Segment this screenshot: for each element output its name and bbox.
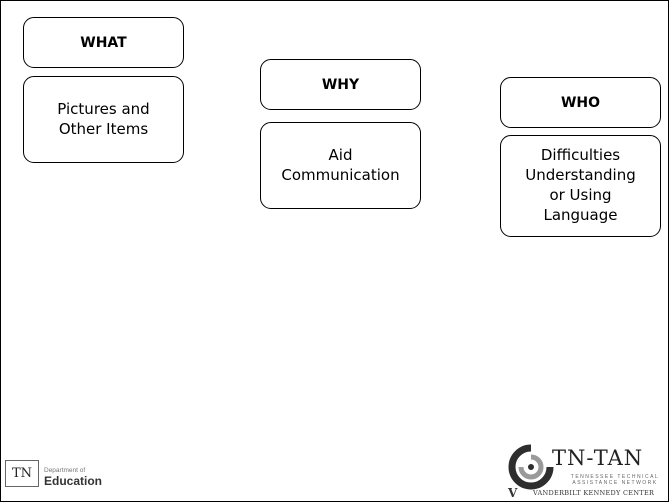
what-heading: WHAT — [80, 34, 127, 51]
why-heading: WHY — [321, 76, 360, 93]
what-content-box: Pictures and Other Items — [23, 76, 184, 163]
vanderbilt-kennedy-center: VANDERBILT KENNEDY CENTER — [533, 489, 655, 497]
vanderbilt-v-mark: V — [508, 486, 518, 500]
tn-tan-name: TN-TAN — [552, 446, 644, 470]
what-content: Pictures and Other Items — [57, 99, 150, 138]
tn-logo-mark-text: TN — [11, 466, 33, 481]
why-content: Aid Communication — [281, 145, 400, 184]
why-content-box: Aid Communication — [260, 122, 421, 209]
swirl-logo-icon — [508, 444, 554, 490]
who-heading-box: WHO — [500, 77, 661, 128]
who-content-box: Difficulties Understanding or Using Lang… — [500, 135, 661, 237]
what-heading-box: WHAT — [23, 17, 184, 68]
tn-education-logo: TN Department of Education — [5, 460, 102, 487]
tn-logo-mark: TN — [5, 460, 39, 487]
tn-logo-education: Education — [44, 474, 103, 488]
tn-tan-logo: TN-TAN TENNESSEE TECHNICAL ASSISTANCE NE… — [508, 444, 666, 500]
who-heading: WHO — [560, 94, 601, 111]
who-content: Difficulties Understanding or Using Lang… — [525, 146, 636, 224]
why-heading-box: WHY — [260, 59, 421, 110]
tn-logo-text: Department of Education — [44, 466, 103, 488]
tn-logo-department: Department of — [44, 466, 86, 474]
tn-tan-subtitle: TENNESSEE TECHNICAL ASSISTANCE NETWORK — [570, 474, 660, 486]
